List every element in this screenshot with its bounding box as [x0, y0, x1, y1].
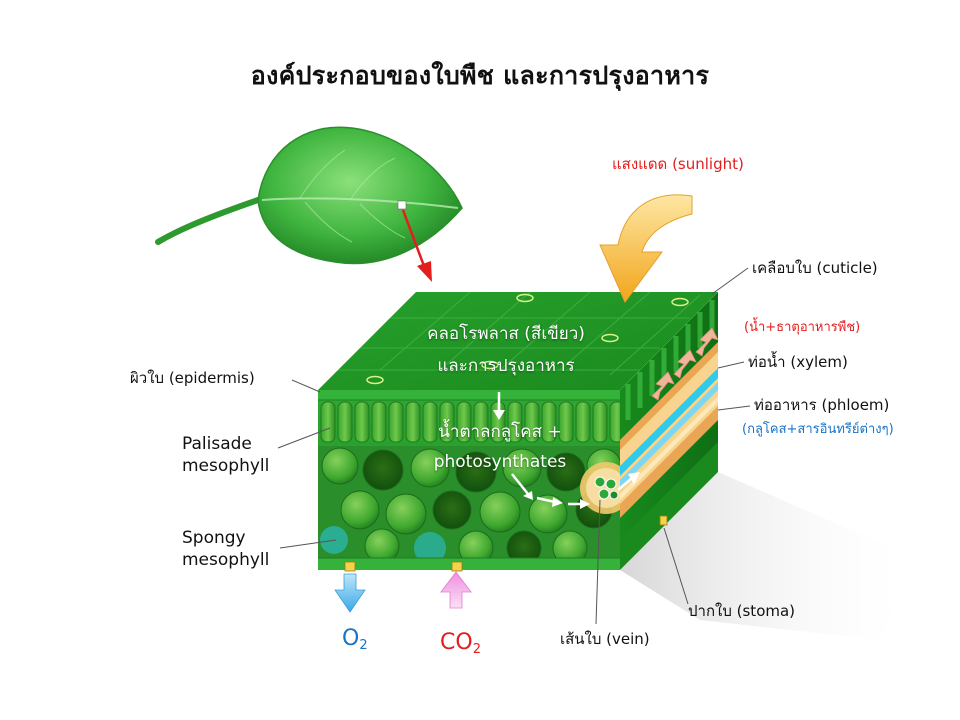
zoom-arrow	[401, 209, 432, 282]
label-phloem-content: (กลูโคส+สารอินทรีย์ต่างๆ)	[742, 422, 894, 437]
label-xylem: ท่อน้ำ (xylem)	[748, 353, 848, 371]
co2-arrow	[440, 571, 472, 609]
sugar-text-2: photosynthates	[433, 452, 567, 472]
sugar-text-1: น้ำตาลกลูโคส +	[438, 422, 562, 442]
sugar-flow-arrows	[493, 392, 640, 509]
xylem-arrows	[651, 327, 719, 401]
label-o2: O2	[342, 626, 368, 653]
label-sunlight: แสงแดด (sunlight)	[612, 155, 744, 173]
chloroplast-text-1: คลอโรพลาส (สีเขียว)	[427, 324, 585, 344]
block-shadow	[620, 472, 920, 640]
o2-arrow	[334, 573, 366, 613]
label-water-minerals: (น้ำ+ธาตุอาหารพืช)	[744, 320, 861, 335]
label-spongy-2: mesophyll	[182, 550, 270, 570]
label-stoma: ปากใบ (stoma)	[688, 602, 796, 620]
label-co2: CO2	[440, 630, 481, 657]
label-epidermis: ผิวใบ (epidermis)	[130, 369, 255, 387]
label-palisade-1: Palisade	[182, 434, 252, 454]
label-phloem: ท่ออาหาร (phloem)	[754, 396, 890, 414]
diagram-title: องค์ประกอบของใบพืช และการปรุงอาหาร	[250, 61, 710, 90]
label-palisade-2: mesophyll	[182, 456, 270, 476]
sunlight-arrow	[599, 194, 693, 303]
label-cuticle: เคลือบใบ (cuticle)	[752, 259, 878, 277]
front-face	[318, 390, 620, 570]
leader-lines	[277, 267, 751, 625]
chloroplast-text-2: และการปรุงอาหาร	[437, 356, 575, 376]
label-spongy-1: Spongy	[182, 528, 246, 548]
stoma-markers	[344, 515, 668, 572]
label-vein: เส้นใบ (vein)	[560, 630, 650, 648]
top-face	[318, 291, 718, 390]
